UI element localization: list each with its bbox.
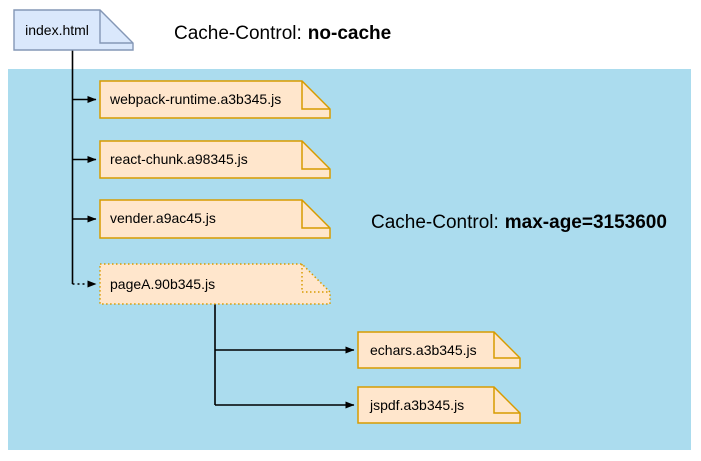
node-pagea: pageA.90b345.js	[99, 263, 331, 305]
vender-label: vender.a9ac45.js	[110, 210, 216, 226]
note-shape	[13, 9, 134, 51]
webpack-runtime-label: webpack-runtime.a3b345.js	[109, 91, 281, 107]
note-shape	[99, 140, 331, 179]
note-fold	[301, 264, 330, 293]
node-jspdf: jspdf.a3b345.js	[357, 386, 521, 424]
echars-label: echars.a3b345.js	[370, 342, 477, 358]
edges-index-to-bundles	[71, 50, 97, 288]
max-age-label: Cache-Control: max-age=3153600	[371, 212, 667, 233]
no-cache-label: Cache-Control: no-cache	[174, 23, 391, 44]
node-webpack-runtime: webpack-runtime.a3b345.js	[99, 80, 331, 119]
cached-zone	[8, 69, 691, 450]
pagea-label: pageA.90b345.js	[110, 276, 215, 292]
note-shape	[357, 386, 521, 424]
note-fold	[493, 387, 520, 414]
note-fold	[301, 200, 330, 229]
note-fold	[301, 141, 330, 170]
no-cache-value: no-cache	[308, 23, 391, 44]
note-shape	[357, 331, 521, 369]
jspdf-label: jspdf.a3b345.js	[369, 397, 464, 413]
note-fold	[99, 10, 133, 44]
node-echars: echars.a3b345.js	[357, 331, 521, 369]
no-cache-prefix: Cache-Control:	[174, 23, 302, 44]
node-react-chunk: react-chunk.a98345.js	[99, 140, 331, 179]
edges-pagea-to-chunks	[214, 304, 355, 409]
node-index-html: index.html	[13, 9, 134, 51]
node-vender: vender.a9ac45.js	[99, 199, 331, 239]
max-age-prefix: Cache-Control:	[371, 212, 499, 233]
react-chunk-label: react-chunk.a98345.js	[110, 151, 248, 167]
note-fold	[493, 332, 520, 359]
index-html-label: index.html	[25, 22, 89, 38]
note-fold	[301, 81, 330, 110]
note-shape	[99, 199, 331, 239]
max-age-value: max-age=3153600	[505, 212, 667, 233]
note-shape	[99, 263, 331, 305]
note-shape	[99, 80, 331, 119]
